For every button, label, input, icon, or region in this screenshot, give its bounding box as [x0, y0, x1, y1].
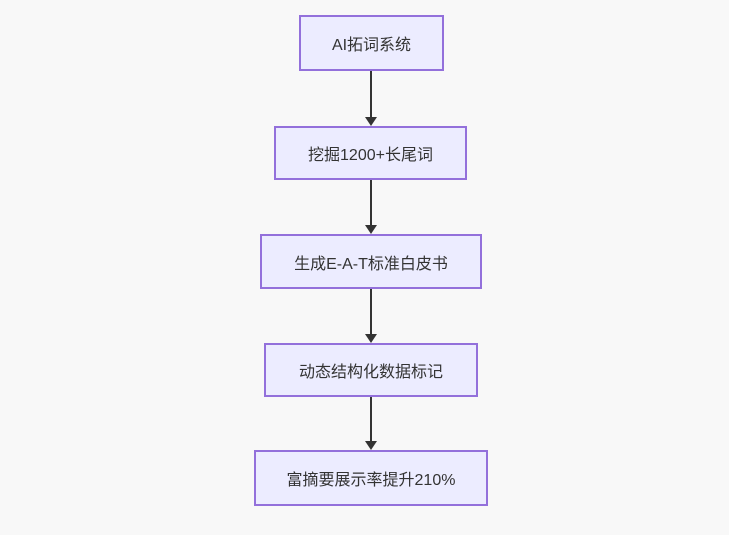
- node-label: AI拓词系统: [331, 37, 412, 54]
- arrow-down-icon: [365, 334, 377, 343]
- node-label: 动态结构化数据标记: [298, 364, 443, 381]
- flowchart-node-rich-snippet-result: 富摘要展示率提升210%: [254, 450, 488, 506]
- edge-line-1: [370, 71, 372, 118]
- arrow-down-icon: [365, 225, 377, 234]
- node-label: 挖掘1200+长尾词: [308, 147, 433, 164]
- flowchart-node-eat-whitepaper: 生成E-A-T标准白皮书: [260, 234, 482, 289]
- flowchart-node-longtail-mining: 挖掘1200+长尾词: [274, 126, 467, 180]
- arrow-down-icon: [365, 117, 377, 126]
- edge-line-4: [370, 397, 372, 442]
- flowchart-node-ai-keyword-system: AI拓词系统: [299, 15, 444, 71]
- node-label: 生成E-A-T标准白皮书: [294, 255, 448, 273]
- edge-line-2: [370, 180, 372, 226]
- node-label: 富摘要展示率提升210%: [286, 472, 456, 489]
- arrow-down-icon: [365, 441, 377, 450]
- edge-line-3: [370, 289, 372, 335]
- flowchart-node-structured-data-markup: 动态结构化数据标记: [264, 343, 478, 397]
